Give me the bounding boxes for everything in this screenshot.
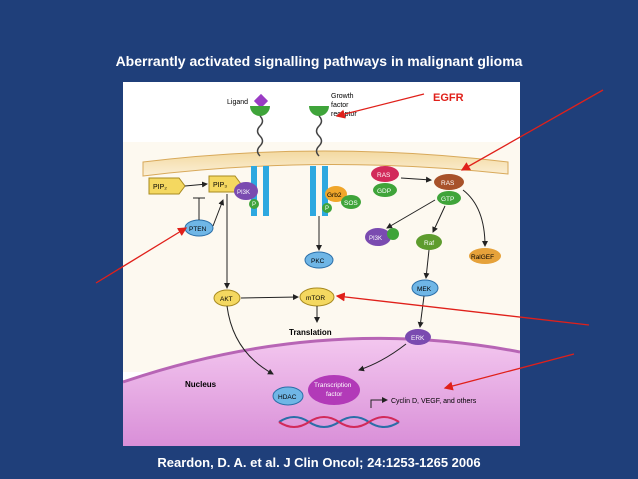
receptor-head-right-icon [309,106,329,116]
svg-text:AKT: AKT [220,296,233,303]
slide-title: Aberrantly activated signalling pathways… [115,53,523,69]
svg-text:Grb2: Grb2 [327,192,342,199]
svg-text:P: P [252,202,256,208]
svg-text:GTP: GTP [441,196,454,203]
svg-text:PI3K: PI3K [369,236,382,242]
mek-node [411,279,439,297]
pi3k-membrane-node [234,182,258,200]
ras-gdp-node [371,166,399,182]
transcription-factor-node [308,375,360,405]
svg-text:Raf: Raf [424,240,434,247]
receptor-head-left-icon [250,106,270,116]
arrow-to-mtor [335,292,590,326]
svg-text:ERK: ERK [411,335,425,342]
nucleus-label: Nucleus [185,380,217,389]
egfr-label: EGFR [433,92,464,104]
svg-text:RAS: RAS [441,180,455,187]
svg-text:RalGEF: RalGEF [471,254,494,261]
svg-text:SOS: SOS [344,200,358,207]
raf-node [416,234,442,250]
hdac-node [272,386,304,406]
receptor-label-2: factor [331,102,349,109]
svg-text:Transcription: Transcription [314,382,352,389]
arrow-to-transcription [443,353,575,391]
ralgef-node [469,248,501,264]
cell-membrane [142,150,509,177]
arrow-to-ras [460,89,604,171]
svg-text:PI3K: PI3K [237,190,250,196]
svg-text:P: P [325,206,329,212]
svg-text:PKC: PKC [311,258,325,265]
ras-gtp-node [434,174,464,190]
target-genes-label: Cyclin D, VEGF, and others [391,398,477,405]
svg-text:PTEN: PTEN [189,226,207,233]
pathway-diagram: Ligand Growth factor receptor EGFR PIP₂ … [122,82,521,446]
grb2-node [325,186,347,202]
svg-text:factor: factor [326,391,343,398]
ligand-diamond-icon [253,93,269,109]
sos-node [341,195,361,209]
receptor-label-1: Growth [331,93,354,100]
translation-label: Translation [289,328,332,337]
svg-text:PIP₃: PIP₃ [213,182,227,189]
svg-text:PIP₂: PIP₂ [153,184,167,191]
citation: Reardon, D. A. et al. J Clin Oncol; 24:1… [157,455,481,470]
svg-text:HDAC: HDAC [278,394,297,401]
pkc-node [304,251,334,269]
ligand-label: Ligand [227,99,248,106]
pip2-node [148,177,186,195]
svg-text:mTOR: mTOR [306,295,325,302]
pi3k-ras-node [365,228,391,246]
arrow-to-receptor [335,93,425,119]
erk-node [405,329,431,345]
svg-text:GDP: GDP [377,188,391,195]
svg-text:MEK: MEK [417,286,432,293]
svg-text:RAS: RAS [377,172,391,179]
arrow-to-pten [95,227,188,284]
